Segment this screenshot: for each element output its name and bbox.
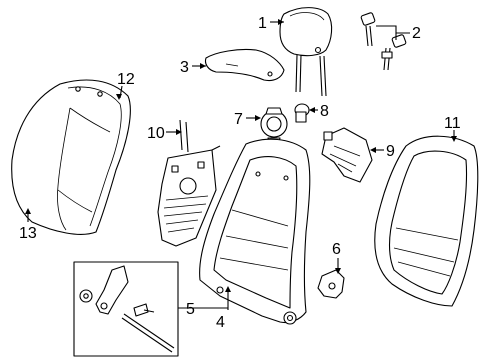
headrest <box>279 7 333 97</box>
callout-labels: 1 2 3 4 5 6 7 8 9 10 11 12 13 <box>19 15 461 331</box>
hardware-box <box>73 261 179 357</box>
callout-8: 8 <box>320 103 329 120</box>
headrest-guides <box>360 12 407 71</box>
callout-13: 13 <box>19 225 37 242</box>
callout-6: 6 <box>332 241 341 258</box>
callout-2: 2 <box>412 25 421 42</box>
callout-1: 1 <box>258 15 267 32</box>
callout-10: 10 <box>147 125 165 142</box>
back-panel <box>374 135 479 307</box>
seat-back-cushion <box>11 79 131 235</box>
recliner-bracket <box>317 269 345 299</box>
callout-3: 3 <box>180 59 189 76</box>
leader-lines <box>25 19 457 310</box>
electric-module <box>321 127 373 183</box>
callout-9: 9 <box>386 143 395 160</box>
callout-5: 5 <box>186 301 195 318</box>
callout-12: 12 <box>117 71 135 88</box>
callout-11: 11 <box>444 115 461 132</box>
lumbar-support <box>157 119 221 247</box>
small-motor <box>294 103 310 123</box>
callout-4: 4 <box>216 314 225 331</box>
callout-7: 7 <box>234 111 243 128</box>
upper-cover-bracket <box>204 48 285 82</box>
seat-back-frame <box>199 138 311 325</box>
